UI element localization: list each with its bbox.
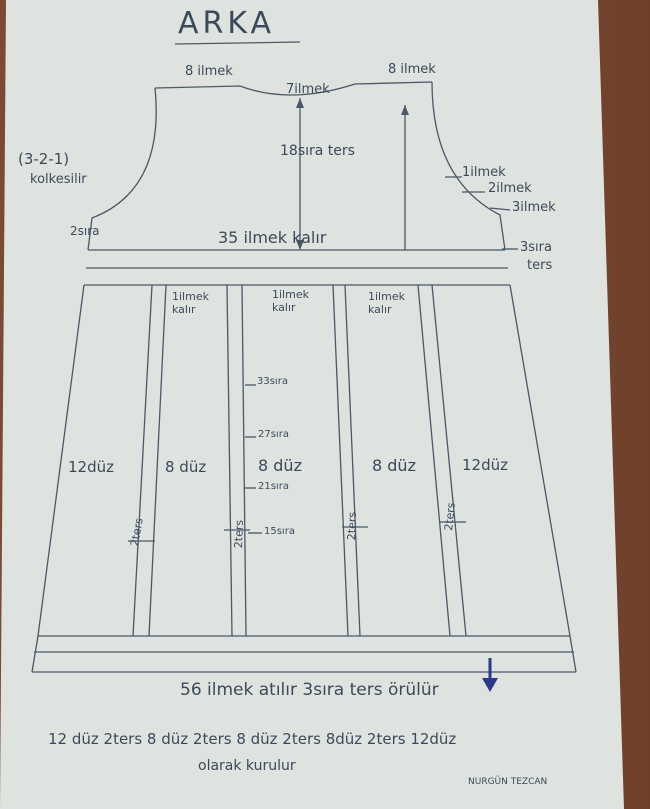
left-shoulder-label: 8 ilmek [185, 64, 233, 79]
rib-label: 2ters [345, 511, 359, 541]
signature: NURGÜN TEZCAN [468, 777, 548, 787]
down-arrow-icon [482, 658, 498, 692]
neck-rows-label: 18sıra ters [280, 143, 355, 159]
armhole-cut-label: kolkesilir [30, 172, 87, 187]
column-label: 12düz [68, 458, 114, 476]
column-label: 8 düz [258, 456, 302, 475]
row-mark: 33sıra [257, 376, 288, 387]
right-rows-b: ters [527, 258, 553, 273]
garment-outline [31, 41, 577, 673]
rib-ticks [128, 521, 466, 542]
yoke-stitch-label: 35 ilmek kalır [218, 228, 327, 247]
right-rows-a: 3sıra [520, 240, 552, 255]
row-mark: 15sıra [264, 526, 295, 537]
column-label: 12düz [462, 456, 508, 474]
panel-note: 1ilmek kalır [368, 290, 405, 316]
armhole-decrease-label: (3-2-1) [18, 150, 70, 168]
right-shoulder-label: 8 ilmek [388, 62, 436, 77]
rib-setup-instruction: 12 düz 2ters 8 düz 2ters 8 düz 2ters 8dü… [48, 730, 457, 748]
arrowheads [296, 98, 409, 250]
cast-on-instruction: 56 ilmek atılır 3sıra ters örülür [180, 680, 439, 700]
right-dec-1: 1ilmek [462, 165, 506, 180]
paper-sheet [0, 0, 624, 809]
panel-note: 1ilmek kalır [272, 288, 309, 314]
right-dec-2: 2ilmek [488, 181, 532, 196]
setup-note: olarak kurulur [198, 758, 296, 774]
neck-label: 7ilmek [286, 82, 330, 97]
panel-note: 1ilmek kalır [172, 290, 209, 316]
left-rows-label: 2sıra [70, 224, 100, 238]
rib-label: 2ters [232, 519, 246, 549]
column-label: 8 düz [372, 456, 416, 475]
row-mark: 21sıra [258, 481, 289, 492]
right-dec-3: 3ilmek [512, 200, 556, 215]
row-mark: 27sıra [258, 429, 289, 440]
page-title: ARKA [178, 6, 276, 41]
column-label: 8 düz [165, 458, 207, 476]
